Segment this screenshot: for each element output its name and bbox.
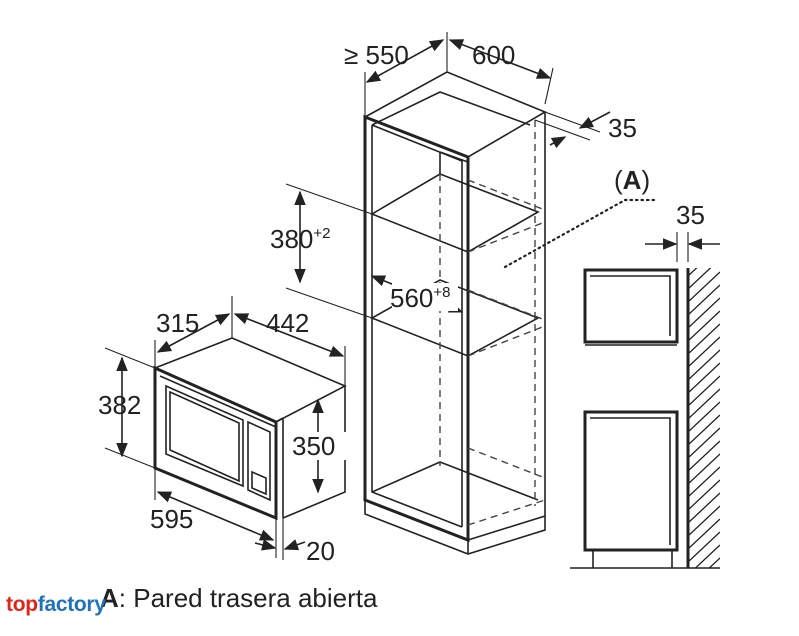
hatch-line <box>694 544 720 568</box>
dim-appliance-inner-height: 350 <box>292 398 346 494</box>
hatch-line <box>688 518 720 550</box>
cabinet-back-gap-label: 35 <box>608 113 637 143</box>
hatch-line <box>688 427 720 459</box>
dim-appliance-front: 20 <box>254 518 335 566</box>
dim-cabinet-back-gap: 35 <box>534 111 637 149</box>
hatch-line <box>688 492 720 524</box>
hatch-line <box>688 453 720 485</box>
callout-a-label: (A) <box>614 165 650 195</box>
dim-appliance-width: 595 <box>150 468 277 558</box>
appliance-side-label: 442 <box>266 308 309 338</box>
hatch-line <box>688 349 720 381</box>
dim-cabinet-width: 600 <box>448 39 554 105</box>
hatch-line <box>688 401 720 433</box>
dim-cabinet-depth: ≥ 550 <box>344 32 448 117</box>
hatch-line <box>688 505 720 537</box>
callout-a: (A) <box>503 165 657 269</box>
appliance-height-label: 382 <box>98 390 141 420</box>
hatch-line <box>688 414 720 446</box>
hatch-line <box>688 440 720 472</box>
side-view <box>570 233 720 569</box>
dim-appliance-side: 442 <box>233 308 346 386</box>
hatch-line <box>688 466 720 498</box>
hatch-line <box>688 284 720 316</box>
cabinet-depth-label: ≥ 550 <box>344 40 409 70</box>
hatch-line <box>688 271 720 303</box>
appliance-inner-height-label: 350 <box>292 431 335 461</box>
hatch-line <box>688 297 720 329</box>
hatch-line <box>688 323 720 355</box>
side-gap-label: 35 <box>676 200 705 230</box>
hatch-line <box>688 479 720 511</box>
dim-appliance-depth: 315 <box>154 296 233 368</box>
appliance-width-label: 595 <box>150 504 193 534</box>
hatch-line <box>688 268 698 277</box>
dim-niche-height: 380+2 <box>270 183 373 319</box>
hatch-line <box>688 375 720 407</box>
appliance-depth-label: 315 <box>156 308 199 338</box>
appliance <box>152 337 347 521</box>
hatch-line <box>688 268 712 290</box>
dim-niche-width: 560+8 <box>370 275 464 313</box>
hatch-line <box>688 531 720 563</box>
hatch-line <box>688 388 720 420</box>
brand-logo: topfactory <box>6 593 106 616</box>
hatch-line <box>688 362 720 394</box>
hatch-line <box>708 557 720 568</box>
legend: A: Pared trasera abierta <box>100 583 378 613</box>
hatch-line <box>688 310 720 342</box>
wall-hatching <box>688 233 720 568</box>
cabinet-width-label: 600 <box>472 40 515 70</box>
dim-side-gap: 35 <box>645 200 720 262</box>
tall-cabinet <box>363 71 547 555</box>
niche-width-label: 560+8 <box>390 283 451 313</box>
dim-appliance-height: 382 <box>98 347 156 469</box>
appliance-front-label: 20 <box>306 536 335 566</box>
hatch-line <box>688 336 720 368</box>
hatch-line <box>688 233 720 263</box>
niche-height-label: 380+2 <box>270 224 331 254</box>
